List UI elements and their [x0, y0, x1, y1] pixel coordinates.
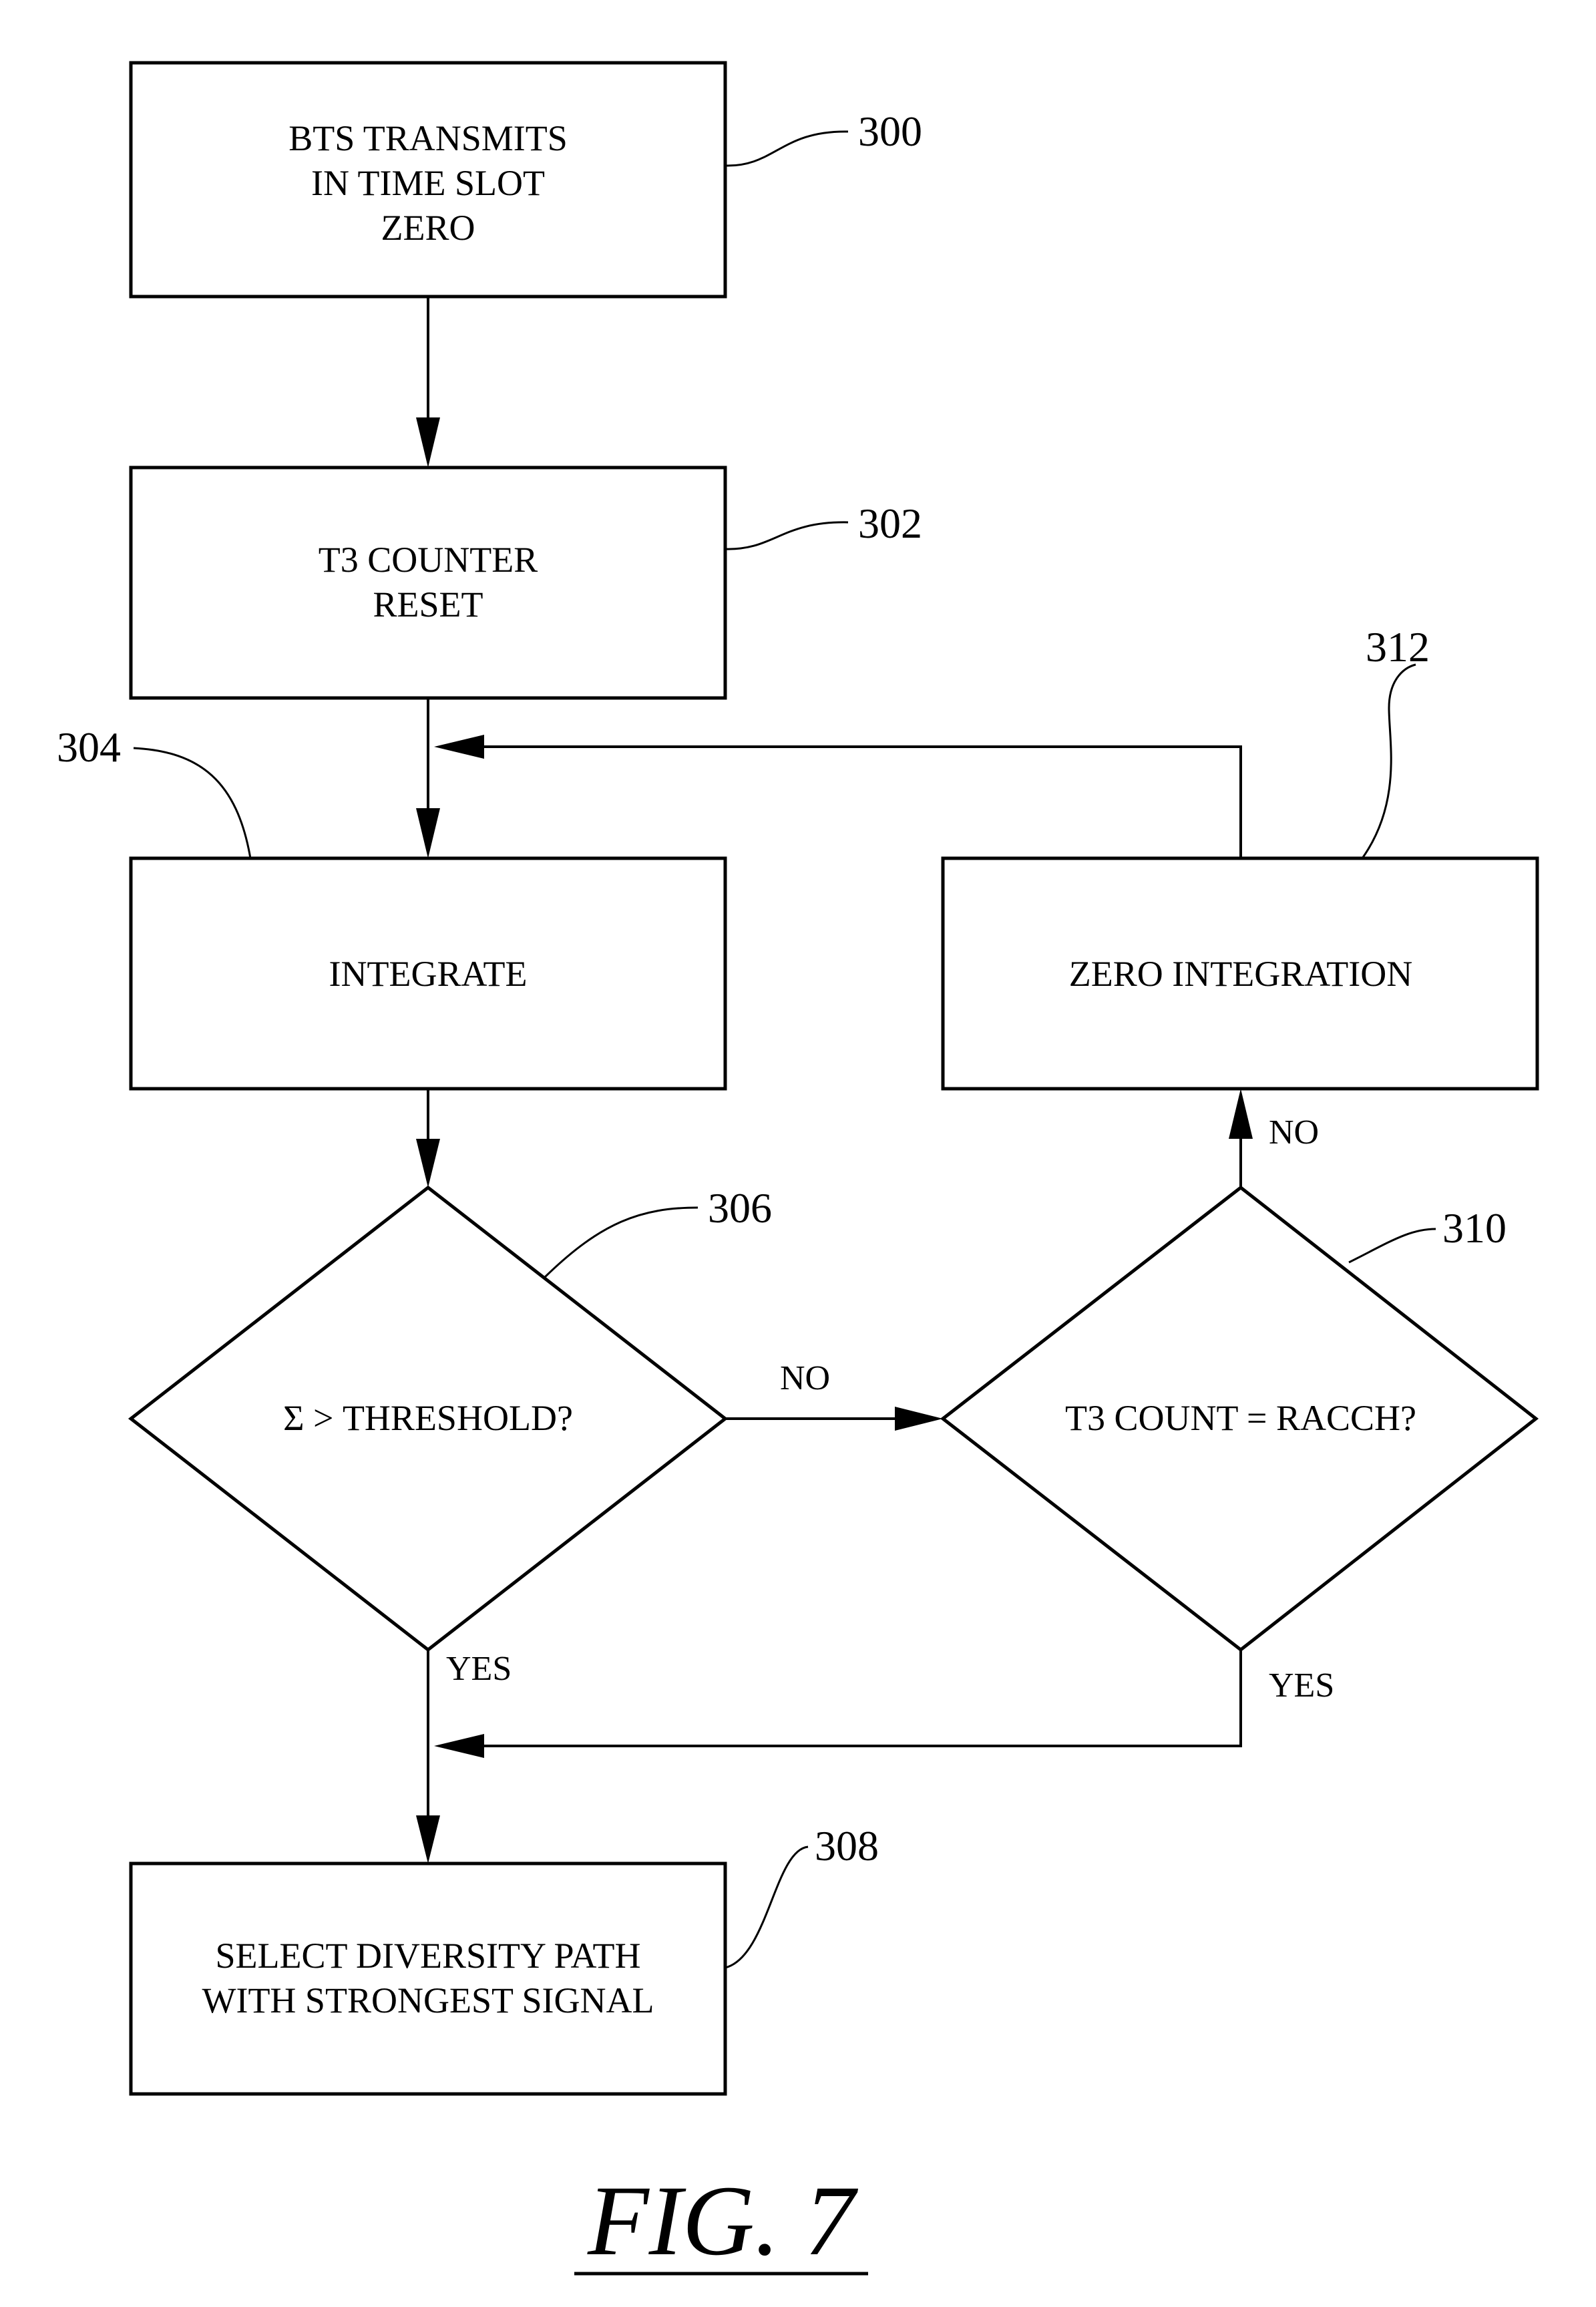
- step-300-line-1: BTS TRANSMITS: [288, 118, 568, 158]
- arrowhead-310-312: [1229, 1089, 1253, 1139]
- arrowhead-300-302: [416, 417, 440, 468]
- arrow-310-join: [467, 1650, 1241, 1746]
- branch-306-no: NO: [780, 1359, 830, 1397]
- leader-302: [725, 522, 848, 549]
- ref-310: 310: [1442, 1204, 1507, 1252]
- step-308-box: SELECT DIVERSITY PATH WITH STRONGEST SIG…: [131, 1864, 725, 2094]
- branch-306-yes: YES: [446, 1650, 512, 1688]
- step-302-box: T3 COUNTER RESET: [131, 468, 725, 698]
- step-302-line-1: T3 COUNTER: [319, 540, 538, 580]
- arrowhead-loop-312-304: [434, 735, 484, 759]
- arrowhead-304-306: [416, 1139, 440, 1188]
- decision-310-text: T3 COUNT = RACCH?: [1065, 1398, 1416, 1438]
- ref-308: 308: [815, 1822, 879, 1870]
- step-302-line-2: RESET: [373, 584, 483, 625]
- arrowhead-306-310: [895, 1407, 943, 1431]
- step-308-line-1: SELECT DIVERSITY PATH: [215, 1936, 640, 1976]
- step-300-line-2: IN TIME SLOT: [311, 163, 545, 203]
- step-300-line-3: ZERO: [381, 208, 475, 248]
- figure-caption: FIG. 7: [587, 2165, 859, 2276]
- decision-306-text: Σ > THRESHOLD?: [283, 1398, 573, 1438]
- ref-306: 306: [708, 1184, 772, 1232]
- leader-312: [1362, 665, 1416, 858]
- decision-306: Σ > THRESHOLD?: [131, 1188, 725, 1650]
- branch-310-yes: YES: [1269, 1666, 1334, 1705]
- leader-308: [725, 1847, 808, 1968]
- step-304-box: INTEGRATE: [131, 858, 725, 1089]
- ref-304: 304: [57, 723, 121, 771]
- leader-306: [545, 1208, 698, 1277]
- step-312-box: ZERO INTEGRATION: [943, 858, 1537, 1089]
- arrowhead-302-304: [416, 808, 440, 858]
- ref-302: 302: [858, 500, 922, 547]
- loop-312-304: [467, 747, 1241, 858]
- step-304-line-1: INTEGRATE: [329, 954, 528, 994]
- step-312-line-1: ZERO INTEGRATION: [1069, 954, 1412, 994]
- leader-310: [1349, 1229, 1436, 1262]
- step-300-box: BTS TRANSMITS IN TIME SLOT ZERO: [131, 63, 725, 297]
- branch-310-no: NO: [1269, 1113, 1319, 1151]
- ref-312: 312: [1366, 623, 1430, 671]
- arrowhead-into-308: [416, 1815, 440, 1864]
- step-308-line-2: WITH STRONGEST SIGNAL: [202, 1980, 654, 2020]
- decision-310: T3 COUNT = RACCH?: [943, 1188, 1536, 1650]
- ref-300: 300: [858, 108, 922, 155]
- arrowhead-310-join: [434, 1734, 484, 1758]
- leader-300: [725, 132, 848, 166]
- leader-304: [134, 748, 250, 858]
